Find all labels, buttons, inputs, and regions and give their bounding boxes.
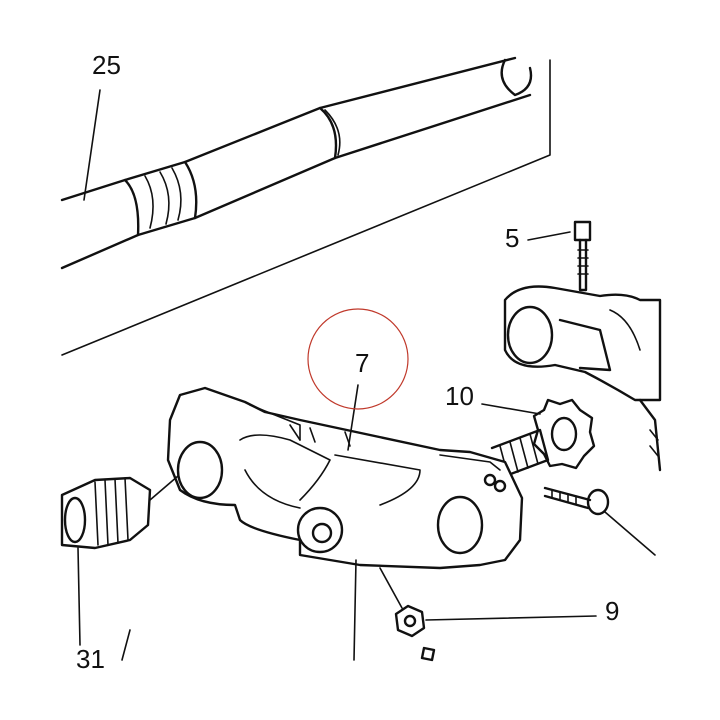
part-25-shaft: [60, 56, 533, 270]
leader-lines: [83, 89, 359, 661]
label-5: 5: [505, 223, 519, 253]
part-31-connector: [60, 475, 179, 661]
label-9: 9: [605, 596, 619, 626]
inset-frame: [61, 59, 551, 356]
side-bolt: [543, 486, 656, 556]
part-7-main-bracket: [166, 386, 550, 570]
label-25: 25: [92, 50, 121, 80]
part-10-washer: [481, 398, 596, 470]
clamp-bracket: [503, 285, 662, 472]
label-10: 10: [445, 381, 474, 411]
label-7-highlight-circle: [307, 308, 409, 410]
label-31: 31: [76, 644, 105, 674]
label-7: 7: [355, 348, 369, 378]
part-9-nut: [379, 567, 597, 662]
part-5-screw: [527, 220, 592, 292]
